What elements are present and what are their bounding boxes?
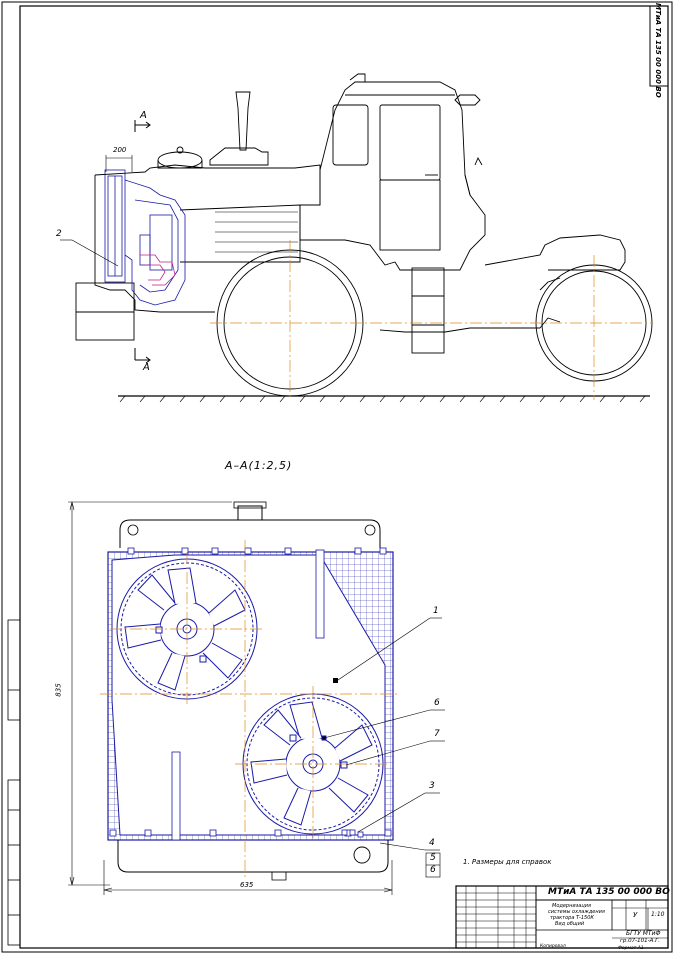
title-block [455, 885, 669, 949]
callout-3: 3 [429, 781, 435, 791]
radiator-section [107, 501, 394, 881]
title-copied: Копировал [540, 944, 566, 949]
centerlines-side [210, 240, 652, 400]
title-name-line-4: Вид общий [555, 921, 585, 927]
drawing-note: 1. Размеры для справок [463, 858, 552, 866]
fan-lower-right [242, 693, 384, 835]
section-title: А–А(1:2,5) [225, 459, 293, 472]
left-margin-stamp [7, 619, 21, 946]
callout-6-lower: 6 [430, 865, 436, 875]
centerlines-section [100, 540, 400, 880]
callout-2: 2 [56, 229, 62, 239]
title-org-line-2: гр.07-101-А.Г. [620, 938, 660, 944]
callout-6-upper: 6 [434, 698, 440, 708]
callout-5: 5 [430, 853, 436, 863]
section-dimensions [68, 501, 393, 895]
callout-7: 7 [434, 729, 440, 739]
dimension-200 [105, 155, 133, 172]
title-format: Формат А1 [618, 946, 644, 951]
title-name-line-3: трактора Т-150К [550, 915, 594, 921]
leader-2 [60, 239, 119, 267]
title-designation: МТиА ТА 135 00 000 ВО [548, 887, 670, 897]
title-name-line-1: Модернизация [552, 903, 591, 909]
title-name-line-2: системы охлаждения [548, 909, 605, 915]
section-cut-markers [134, 120, 151, 364]
title-org-line-1: БГТУ МТиФ [626, 930, 661, 937]
fan-assembly-side [140, 254, 176, 286]
vertical-code-label: МТиА ТА 135 00 000 ВО [654, 3, 662, 98]
dimension-label-635: 635 [240, 881, 254, 889]
vertical-code-box [649, 5, 669, 87]
title-scale: 1:10 [651, 911, 665, 918]
title-letter: У [633, 911, 638, 919]
section-marker-bottom: А [143, 362, 150, 373]
dimension-label-200: 200 [113, 146, 127, 154]
callout-4: 4 [429, 838, 435, 848]
fan-upper-left [116, 558, 258, 700]
radiator-assembly-side [104, 169, 186, 306]
section-marker-top: А [140, 110, 147, 121]
dimension-label-835: 835 [54, 683, 63, 697]
callout-leaders [323, 617, 445, 878]
callout-1: 1 [433, 606, 439, 616]
tractor-side-view [75, 73, 653, 403]
